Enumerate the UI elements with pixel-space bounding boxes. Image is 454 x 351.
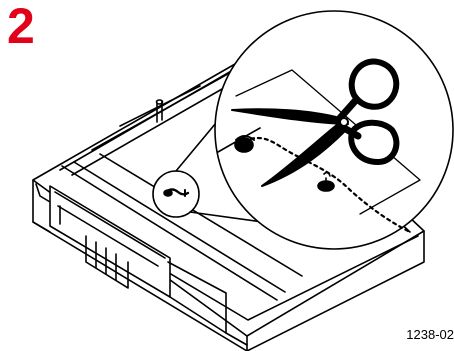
figure-code: 1238-02 bbox=[406, 327, 454, 342]
detail-callout-circle bbox=[153, 171, 199, 217]
